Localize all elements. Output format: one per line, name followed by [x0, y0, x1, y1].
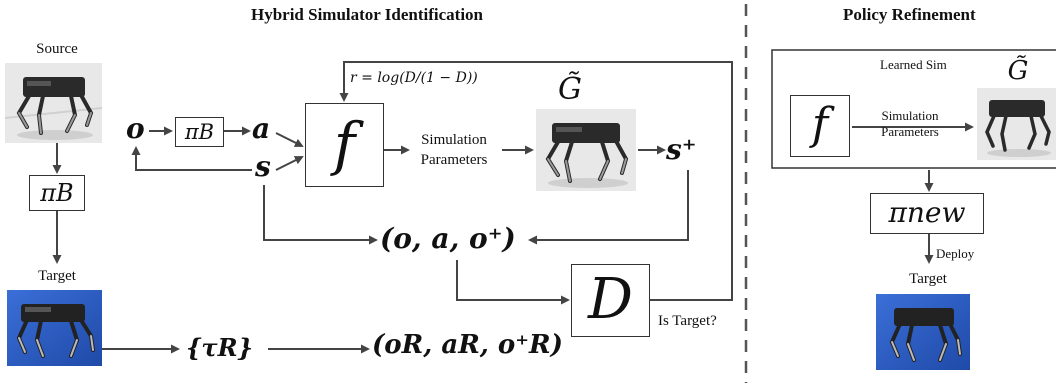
learned-model-symbol: f — [811, 99, 829, 150]
is-target-label: Is Target? — [658, 313, 717, 329]
quadruped-robot-real-icon — [876, 294, 970, 370]
left-panel-title: Hybrid Simulator Identification — [250, 5, 484, 24]
learned-sim-robot-image — [977, 88, 1056, 160]
target-robot-image — [7, 290, 102, 366]
learned-simulator-symbol: G̃ — [1007, 56, 1029, 86]
discriminator-box: D — [571, 264, 650, 337]
right-panel-title: Policy Refinement — [843, 5, 976, 24]
sim-transition-tuple: (o, a, o⁺) — [380, 222, 516, 255]
reward-formula: r = log(D/(1 − D)) — [350, 70, 478, 86]
target-right-robot-image — [876, 294, 970, 370]
action-symbol: a — [252, 112, 271, 145]
new-policy-symbol: πnew — [888, 196, 966, 229]
quadruped-robot-sim-icon — [5, 63, 102, 143]
source-policy-symbol: πB — [40, 179, 74, 207]
new-policy-box: πnew — [870, 193, 984, 234]
simulation-parameters-line2: Parameters — [420, 152, 488, 168]
simulation-parameters-line1: Simulation — [421, 132, 487, 148]
state-symbol: s — [255, 150, 271, 183]
learned-sim-parameters-line1: Simulation — [881, 108, 939, 123]
target-label-right: Target — [909, 271, 947, 287]
learned-model-box: f — [790, 95, 850, 157]
simulator-symbol: G̃ — [558, 72, 582, 107]
learned-sim-label: Learned Sim — [880, 57, 947, 72]
real-transition-tuple: (oR, aR, o⁺R) — [372, 330, 563, 360]
learned-sim-parameters-line2: Parameters — [881, 124, 939, 139]
discriminator-symbol: D — [588, 267, 633, 332]
next-state-symbol: s⁺ — [666, 133, 697, 166]
deploy-label: Deploy — [936, 246, 975, 261]
behavior-policy-symbol: πB — [184, 120, 215, 144]
target-label-left: Target — [38, 268, 76, 284]
quadruped-robot-sim-icon — [536, 109, 636, 191]
source-robot-image — [5, 63, 102, 143]
simulator-model-symbol: f — [333, 110, 356, 178]
simulator-model-box: f — [305, 103, 384, 187]
real-trajectories-symbol: {τR} — [186, 333, 253, 362]
observation-symbol: o — [126, 112, 145, 145]
simulator-robot-image — [536, 109, 636, 191]
source-label: Source — [36, 41, 78, 57]
learned-sim-parameters-label: Simulation Parameters — [870, 108, 950, 140]
behavior-policy-box: πB — [175, 117, 224, 147]
quadruped-robot-real-icon — [7, 290, 102, 366]
source-policy-box: πB — [29, 175, 85, 211]
quadruped-robot-sim-icon — [977, 88, 1056, 160]
simulation-parameters-label: Simulation Parameters — [408, 130, 500, 170]
